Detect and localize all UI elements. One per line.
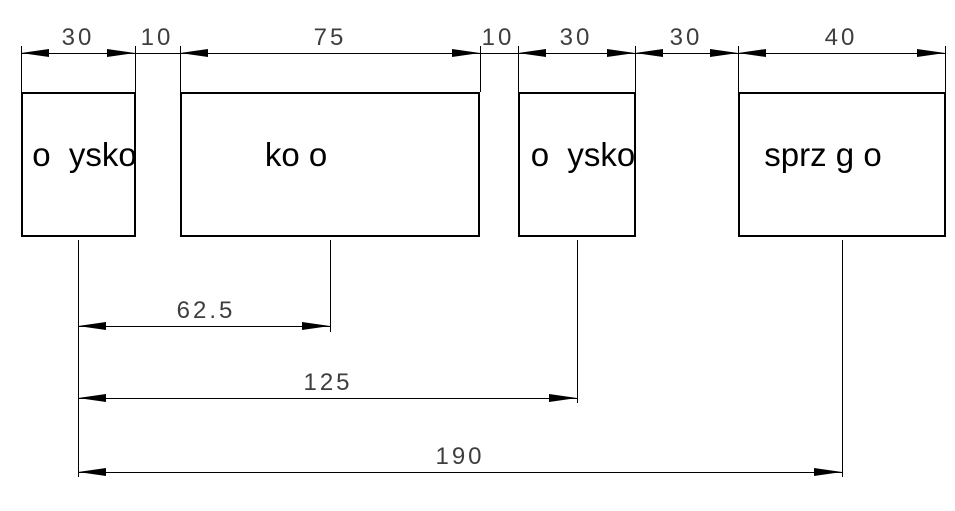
dim-label-75: 75: [313, 24, 347, 51]
extension-line: [480, 46, 481, 92]
dim-label-30-3: 30: [669, 24, 703, 51]
arrowhead-left: [635, 49, 663, 57]
arrowhead-left: [78, 468, 106, 476]
extension-line: [842, 240, 843, 477]
dimension-line-top: [21, 53, 946, 54]
dimension-line-125: [78, 398, 577, 399]
dimension-line-62-5: [78, 326, 330, 327]
extension-line: [330, 240, 331, 332]
component-box-coupling: sprz g o: [738, 92, 946, 237]
extension-line: [945, 46, 946, 92]
extension-line: [135, 46, 136, 92]
arrowhead-left: [180, 49, 208, 57]
component-box-bearing-right: o ysko: [518, 92, 636, 237]
box-label: sprz g o: [764, 136, 882, 173]
extension-line: [738, 46, 739, 92]
arrowhead-right: [917, 49, 945, 57]
dim-label-30-2: 30: [559, 24, 593, 51]
dimension-line-190: [78, 472, 842, 473]
extension-line: [518, 46, 519, 92]
extension-line: [78, 240, 79, 477]
dim-label-10-2: 10: [481, 24, 515, 51]
arrowhead-right: [452, 49, 480, 57]
arrowhead-left: [21, 49, 49, 57]
box-label: o ysko: [530, 136, 636, 173]
box-label: ko o: [264, 136, 328, 173]
component-box-bearing-left: o ysko: [21, 92, 137, 237]
arrowhead-left: [738, 49, 766, 57]
extension-line: [577, 240, 578, 403]
extension-line: [180, 46, 181, 92]
arrowhead-right: [607, 49, 635, 57]
extension-line: [21, 46, 22, 92]
arrowhead-left: [78, 322, 106, 330]
arrowhead-right: [107, 49, 135, 57]
dim-label-62-5: 62.5: [176, 297, 236, 324]
box-label: o ysko: [32, 136, 137, 173]
dim-label-40: 40: [824, 24, 858, 51]
dim-label-10-1: 10: [140, 24, 174, 51]
dim-label-190: 190: [435, 443, 485, 470]
dim-label-125: 125: [303, 369, 353, 396]
dim-label-30-1: 30: [61, 24, 95, 51]
arrowhead-right: [549, 394, 577, 402]
arrowhead-left: [518, 49, 546, 57]
component-box-wheel: ko o: [180, 92, 480, 237]
arrowhead-right: [710, 49, 738, 57]
arrowhead-left: [78, 394, 106, 402]
extension-line: [635, 46, 636, 92]
arrowhead-right: [302, 322, 330, 330]
arrowhead-right: [814, 468, 842, 476]
